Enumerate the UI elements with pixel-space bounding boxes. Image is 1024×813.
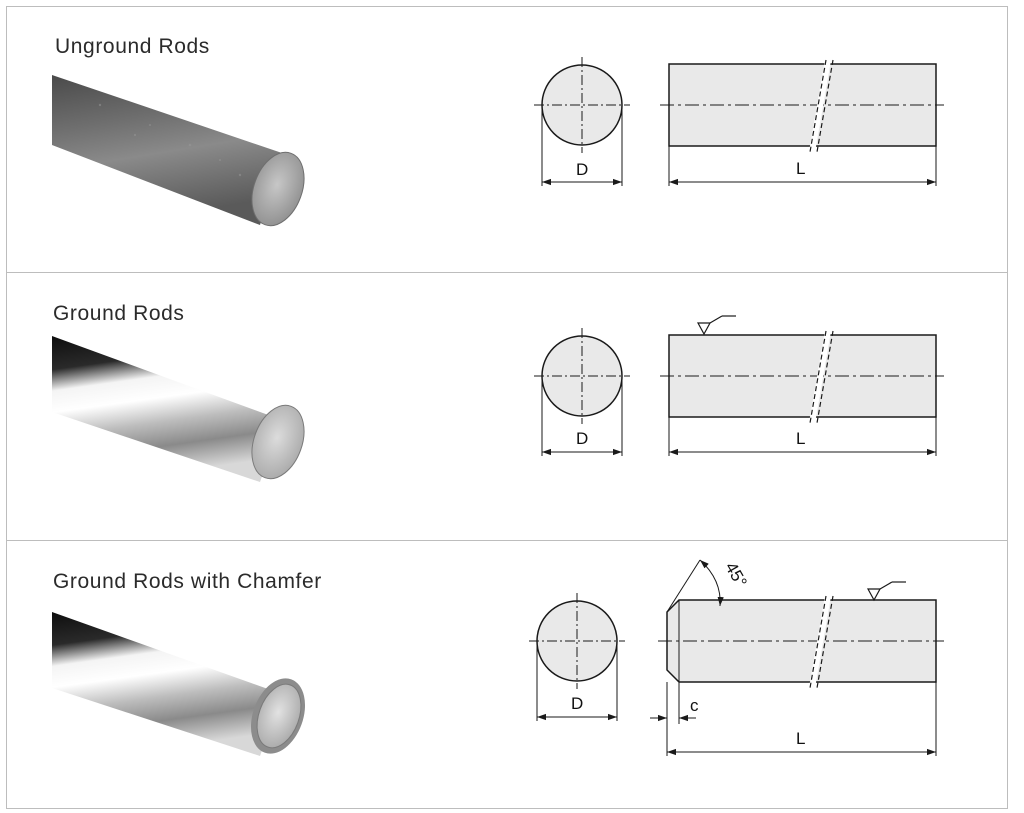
row-divider bbox=[6, 272, 1008, 273]
length-label: L bbox=[796, 159, 805, 178]
chamfer-side-view bbox=[650, 559, 944, 756]
ground-cross-section bbox=[534, 328, 630, 456]
section-title-unground: Unground Rods bbox=[55, 35, 210, 58]
unground-side-view bbox=[660, 59, 944, 186]
ground-side-view bbox=[660, 330, 944, 456]
ground-rod-image bbox=[52, 336, 305, 482]
unground-rod-image bbox=[52, 75, 305, 227]
ground-chamfer-rod-image bbox=[52, 612, 306, 756]
angle-label: 45° bbox=[721, 559, 750, 591]
row-divider bbox=[6, 540, 1008, 541]
length-label: L bbox=[796, 429, 805, 448]
section-title-ground: Ground Rods bbox=[53, 302, 185, 325]
diameter-label: D bbox=[576, 160, 588, 179]
unground-cross-section bbox=[534, 57, 630, 186]
surface-finish-icon bbox=[866, 581, 906, 602]
length-label: L bbox=[796, 729, 805, 748]
chamfer-label: c bbox=[690, 696, 699, 715]
surface-finish-icon bbox=[696, 315, 736, 336]
section-title-ground-chamfer: Ground Rods with Chamfer bbox=[53, 570, 322, 593]
diameter-label: D bbox=[571, 694, 583, 713]
diameter-label: D bbox=[576, 429, 588, 448]
chamfer-cross-section bbox=[529, 593, 625, 721]
